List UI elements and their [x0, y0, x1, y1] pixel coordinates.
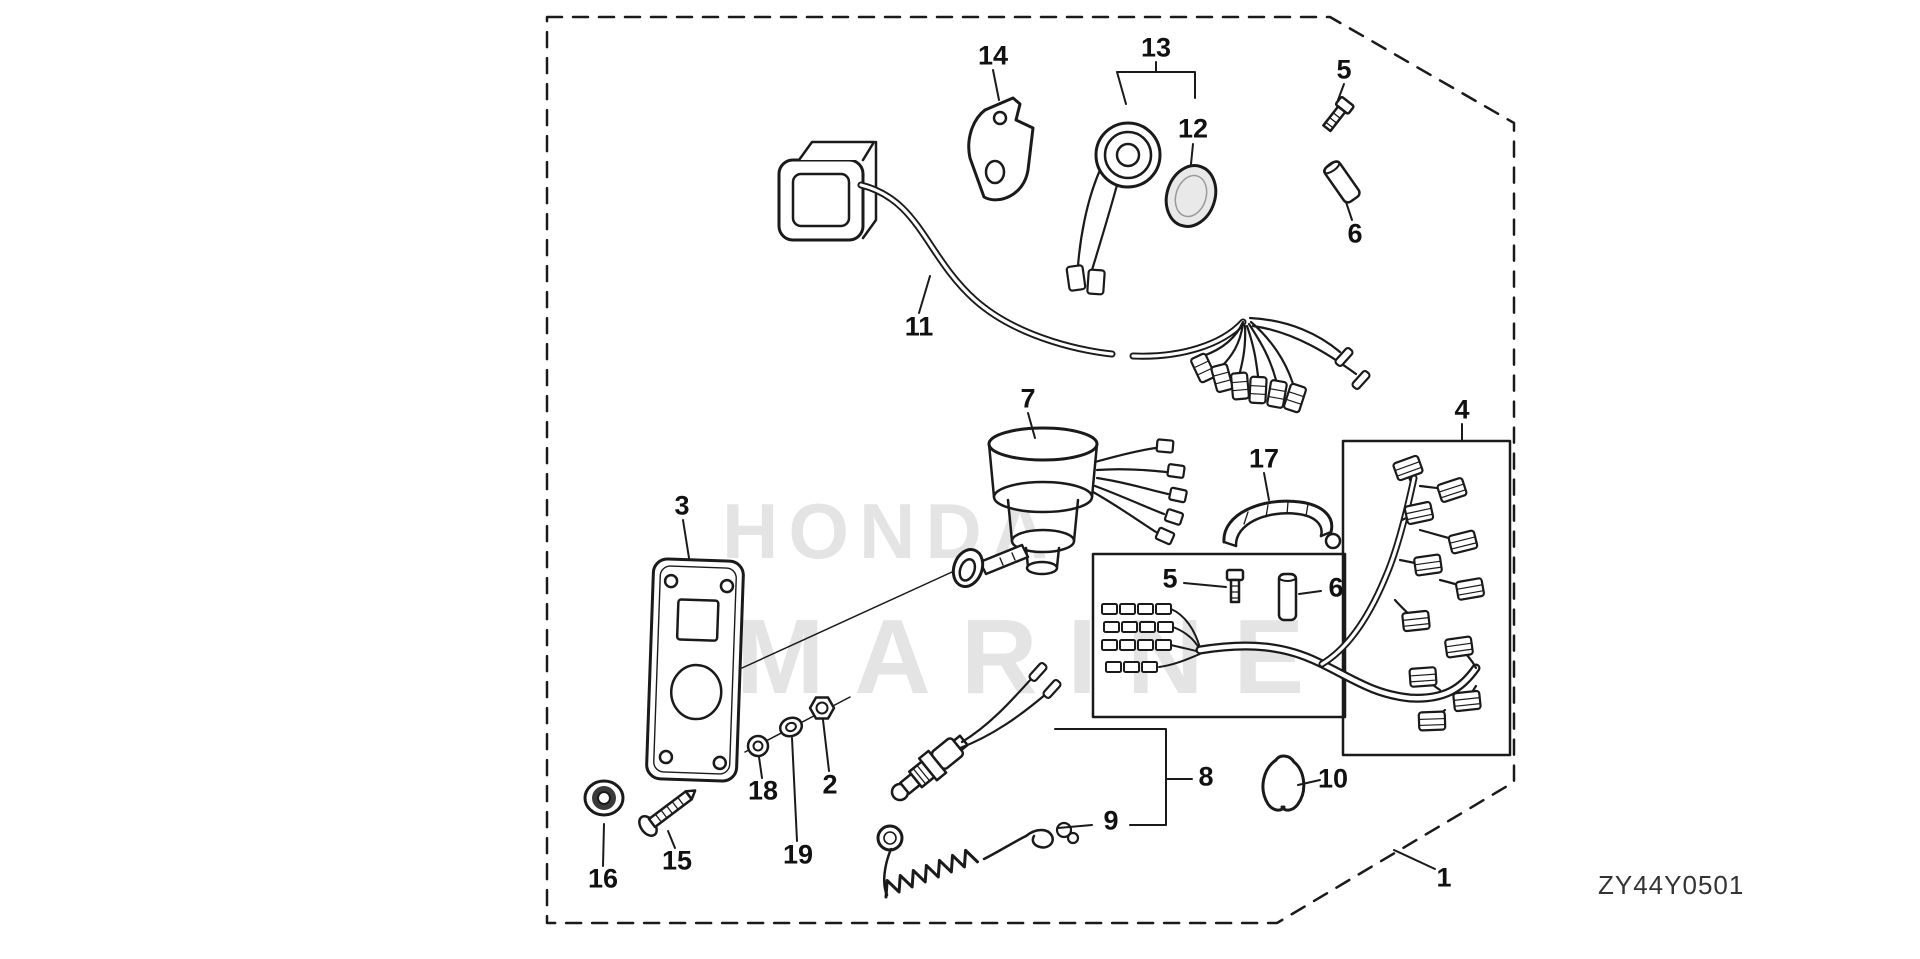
leader-lines	[602, 61, 1463, 870]
callout-19[interactable]: 19	[782, 839, 814, 870]
callout-9[interactable]: 9	[1103, 805, 1119, 836]
callout-14[interactable]: 14	[977, 40, 1009, 71]
part-12-cap	[1164, 164, 1218, 228]
part-16-nut	[583, 779, 625, 817]
part-5-screw-mid	[1225, 568, 1245, 604]
callout-12[interactable]: 12	[1177, 113, 1209, 144]
part-13-switch	[1065, 121, 1162, 296]
part-2-nut	[808, 696, 836, 720]
callout-15[interactable]: 15	[661, 845, 693, 876]
part-8-stop-switch	[890, 662, 1062, 802]
callout-6-mid[interactable]: 6	[1328, 572, 1344, 603]
callout-5-mid[interactable]: 5	[1162, 563, 1178, 594]
part-9-lanyard	[876, 821, 1080, 899]
part-4-harness	[1091, 439, 1512, 757]
callout-4[interactable]: 4	[1454, 394, 1470, 425]
callout-17[interactable]: 17	[1248, 443, 1280, 474]
callout-13[interactable]: 13	[1140, 32, 1172, 63]
callout-5-top[interactable]: 5	[1336, 54, 1352, 85]
callout-16[interactable]: 16	[587, 863, 619, 894]
part-17-clamp	[1222, 499, 1342, 550]
harness-connectors	[1392, 454, 1485, 732]
part-5-screw-top	[1322, 96, 1355, 133]
frame-border	[545, 15, 1516, 925]
callout-1[interactable]: 1	[1436, 862, 1452, 893]
callout-2[interactable]: 2	[822, 769, 838, 800]
callout-11[interactable]: 11	[904, 311, 934, 342]
part-6-collar-top	[1322, 160, 1361, 204]
callout-10[interactable]: 10	[1317, 763, 1349, 794]
part-18-washer	[746, 734, 770, 758]
callout-8[interactable]: 8	[1198, 761, 1214, 792]
part-6-collar-mid	[1277, 572, 1298, 622]
part-10-clip	[1261, 754, 1306, 812]
part-14-bracket	[967, 96, 1035, 202]
part-19-washer	[778, 716, 804, 738]
part-15-screw	[638, 789, 697, 837]
terminal-cluster	[1101, 603, 1174, 673]
part-3-panel	[645, 557, 851, 783]
callout-3[interactable]: 3	[674, 490, 690, 521]
callout-7[interactable]: 7	[1020, 383, 1036, 414]
callout-18[interactable]: 18	[747, 775, 779, 806]
part-11-switch-cable	[777, 140, 1371, 414]
part-7-ignition-switch	[741, 426, 1188, 669]
wire-terminals	[1190, 352, 1307, 414]
diagram-code: ZY44Y0501	[1598, 870, 1745, 900]
callout-6-top[interactable]: 6	[1347, 218, 1363, 249]
